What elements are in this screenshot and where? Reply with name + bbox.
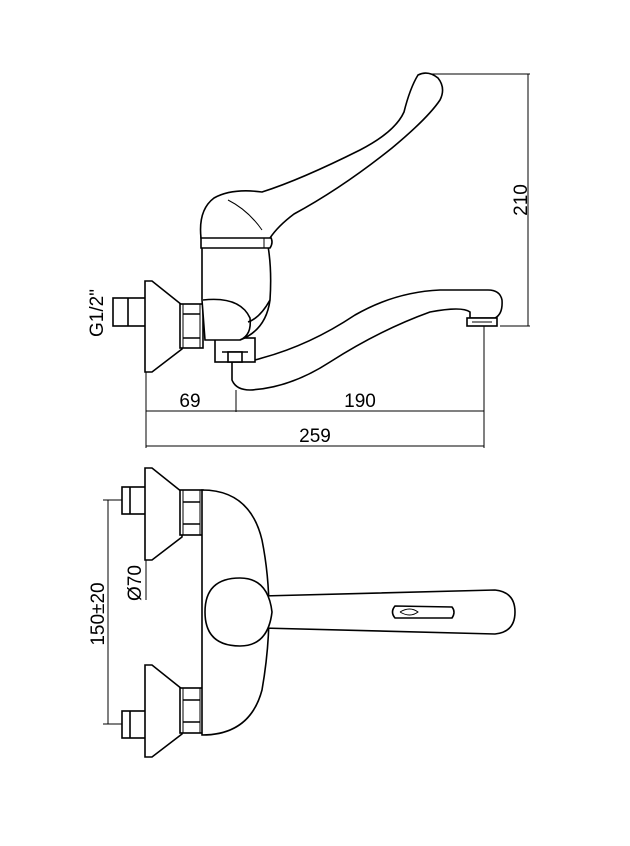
dim-height: 210 [430,73,532,327]
upper-inlet [121,467,204,561]
top-spout [261,589,516,635]
dim-centers-label: 150±20 [88,582,109,645]
top-handle-disc [204,577,273,647]
dim-total-length: 259 [146,426,484,447]
hex-nut [179,303,204,349]
spout [231,289,503,391]
dim-total-label: 259 [299,426,331,447]
mixer-body [201,245,272,341]
top-view: 150±20 Ø70 [88,467,516,758]
escutcheon-flange [144,280,183,373]
dim-offset-label: 69 [179,391,200,412]
dim-centers: 150±20 [88,499,122,725]
dim-offset-reach: 69 190 [146,391,484,412]
side-view: 210 G1/2" 69 190 259 [87,72,532,448]
dim-thread-label: G1/2" [87,289,108,337]
dim-height-label: 210 [511,184,532,216]
lever-handle [199,72,444,239]
dim-flange-label: Ø70 [125,565,146,601]
dim-reach-label: 190 [344,391,376,412]
aerator [466,317,498,327]
bottom-collar [214,337,256,363]
dim-flange: Ø70 [125,560,147,601]
inlet-stub [112,297,148,327]
lower-inlet [121,664,204,758]
